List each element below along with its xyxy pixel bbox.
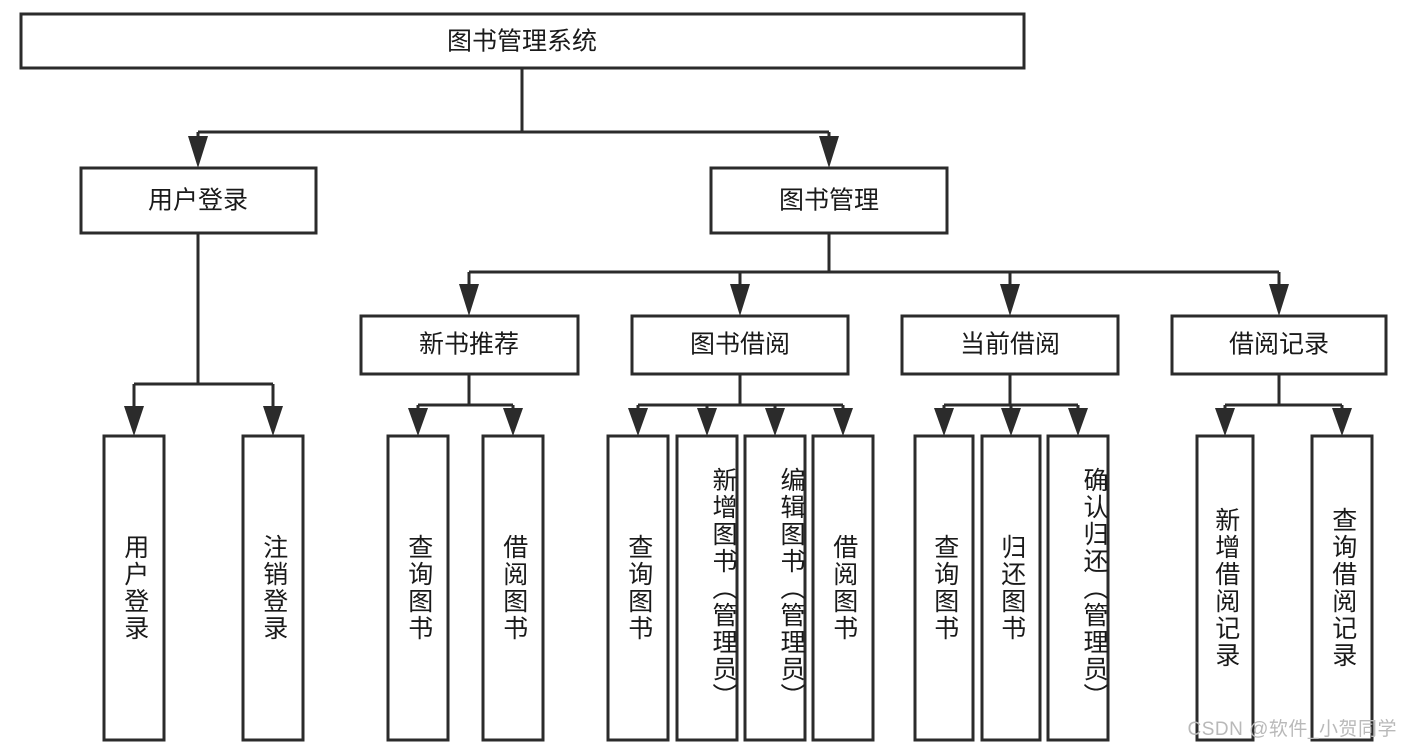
book-borrow-box[interactable] bbox=[630, 314, 850, 376]
arrow-to-leaf-borrow-book-2 bbox=[833, 408, 853, 436]
arrow-to-book-borrow bbox=[730, 284, 750, 316]
node-book-management[interactable]: 图书管理 bbox=[709, 166, 949, 235]
arrow-to-leaf-user-login bbox=[124, 406, 144, 436]
connector-new-book-recommend-to-leaves bbox=[408, 374, 523, 436]
leaf-box-borrow-book-2[interactable] bbox=[811, 434, 875, 742]
node-user-login[interactable]: 用户登录 bbox=[79, 166, 318, 235]
leaf-box-add-record[interactable] bbox=[1195, 434, 1255, 742]
arrow-to-borrow-record bbox=[1269, 284, 1289, 316]
leaf-box-add-book[interactable] bbox=[675, 434, 739, 742]
arrow-to-current-borrow bbox=[1000, 284, 1020, 316]
node-current-borrow[interactable]: 当前借阅 bbox=[900, 314, 1120, 376]
borrow-record-box[interactable] bbox=[1170, 314, 1388, 376]
connector-book-borrow-to-leaves bbox=[628, 374, 853, 436]
connector-user-login-to-leaves bbox=[124, 233, 283, 436]
arrow-to-leaf-query-record bbox=[1332, 408, 1352, 436]
node-root-system[interactable]: 图书管理系统 bbox=[19, 12, 1026, 70]
arrow-to-leaf-edit-book bbox=[765, 408, 785, 436]
arrow-to-leaf-confirm-return bbox=[1068, 408, 1088, 436]
node-book-borrow[interactable]: 图书借阅 bbox=[630, 314, 850, 376]
new-book-recommend-label: 新书推荐 bbox=[419, 331, 519, 359]
current-borrow-label: 当前借阅 bbox=[960, 331, 1060, 359]
book-management-box[interactable] bbox=[709, 166, 949, 235]
arrow-to-new-book-recommend bbox=[459, 284, 479, 316]
arrow-to-leaf-query-book-3 bbox=[934, 408, 954, 436]
arrow-to-leaf-query-book-1 bbox=[408, 408, 428, 436]
connector-root-to-level2 bbox=[188, 68, 839, 168]
connector-borrow-record-to-leaves bbox=[1215, 374, 1352, 436]
arrow-to-user-login bbox=[188, 136, 208, 168]
book-borrow-label: 图书借阅 bbox=[690, 331, 790, 359]
leaf-box-query-record[interactable] bbox=[1310, 434, 1374, 742]
new-book-recommend-box[interactable] bbox=[359, 314, 580, 376]
arrow-to-leaf-borrow-book-1 bbox=[503, 408, 523, 436]
node-borrow-record[interactable]: 借阅记录 bbox=[1170, 314, 1388, 376]
csdn-watermark: CSDN @软件_小贺同学 bbox=[1187, 719, 1397, 740]
leaf-box-borrow-book-1[interactable] bbox=[481, 434, 545, 742]
user-login-box[interactable] bbox=[79, 166, 318, 235]
arrow-to-leaf-add-book bbox=[697, 408, 717, 436]
borrow-record-label: 借阅记录 bbox=[1229, 331, 1329, 359]
leaf-box-query-book-1[interactable] bbox=[386, 434, 450, 742]
leaf-box-edit-book[interactable] bbox=[743, 434, 807, 742]
connector-current-borrow-to-leaves bbox=[934, 374, 1088, 436]
arrow-to-leaf-add-record bbox=[1215, 408, 1235, 436]
node-new-book-recommend[interactable]: 新书推荐 bbox=[359, 314, 580, 376]
leaf-boxes-group bbox=[102, 434, 1374, 742]
user-login-label: 用户登录 bbox=[148, 187, 248, 215]
leaf-box-confirm-return[interactable] bbox=[1046, 434, 1110, 742]
root-label: 图书管理系统 bbox=[447, 28, 597, 56]
leaf-box-logout[interactable] bbox=[241, 434, 305, 742]
leaf-box-query-book-2[interactable] bbox=[606, 434, 670, 742]
arrow-to-leaf-return-book bbox=[1001, 408, 1021, 436]
leaf-box-user-login[interactable] bbox=[102, 434, 166, 742]
arrow-to-leaf-logout bbox=[263, 406, 283, 436]
arrow-to-leaf-query-book-2 bbox=[628, 408, 648, 436]
leaf-box-return-book[interactable] bbox=[980, 434, 1042, 742]
current-borrow-box[interactable] bbox=[900, 314, 1120, 376]
leaf-box-query-book-3[interactable] bbox=[913, 434, 975, 742]
connector-book-management-to-level3 bbox=[459, 233, 1289, 316]
root-box[interactable] bbox=[19, 12, 1026, 70]
arrow-to-book-management bbox=[819, 136, 839, 168]
book-management-label: 图书管理 bbox=[779, 187, 879, 215]
